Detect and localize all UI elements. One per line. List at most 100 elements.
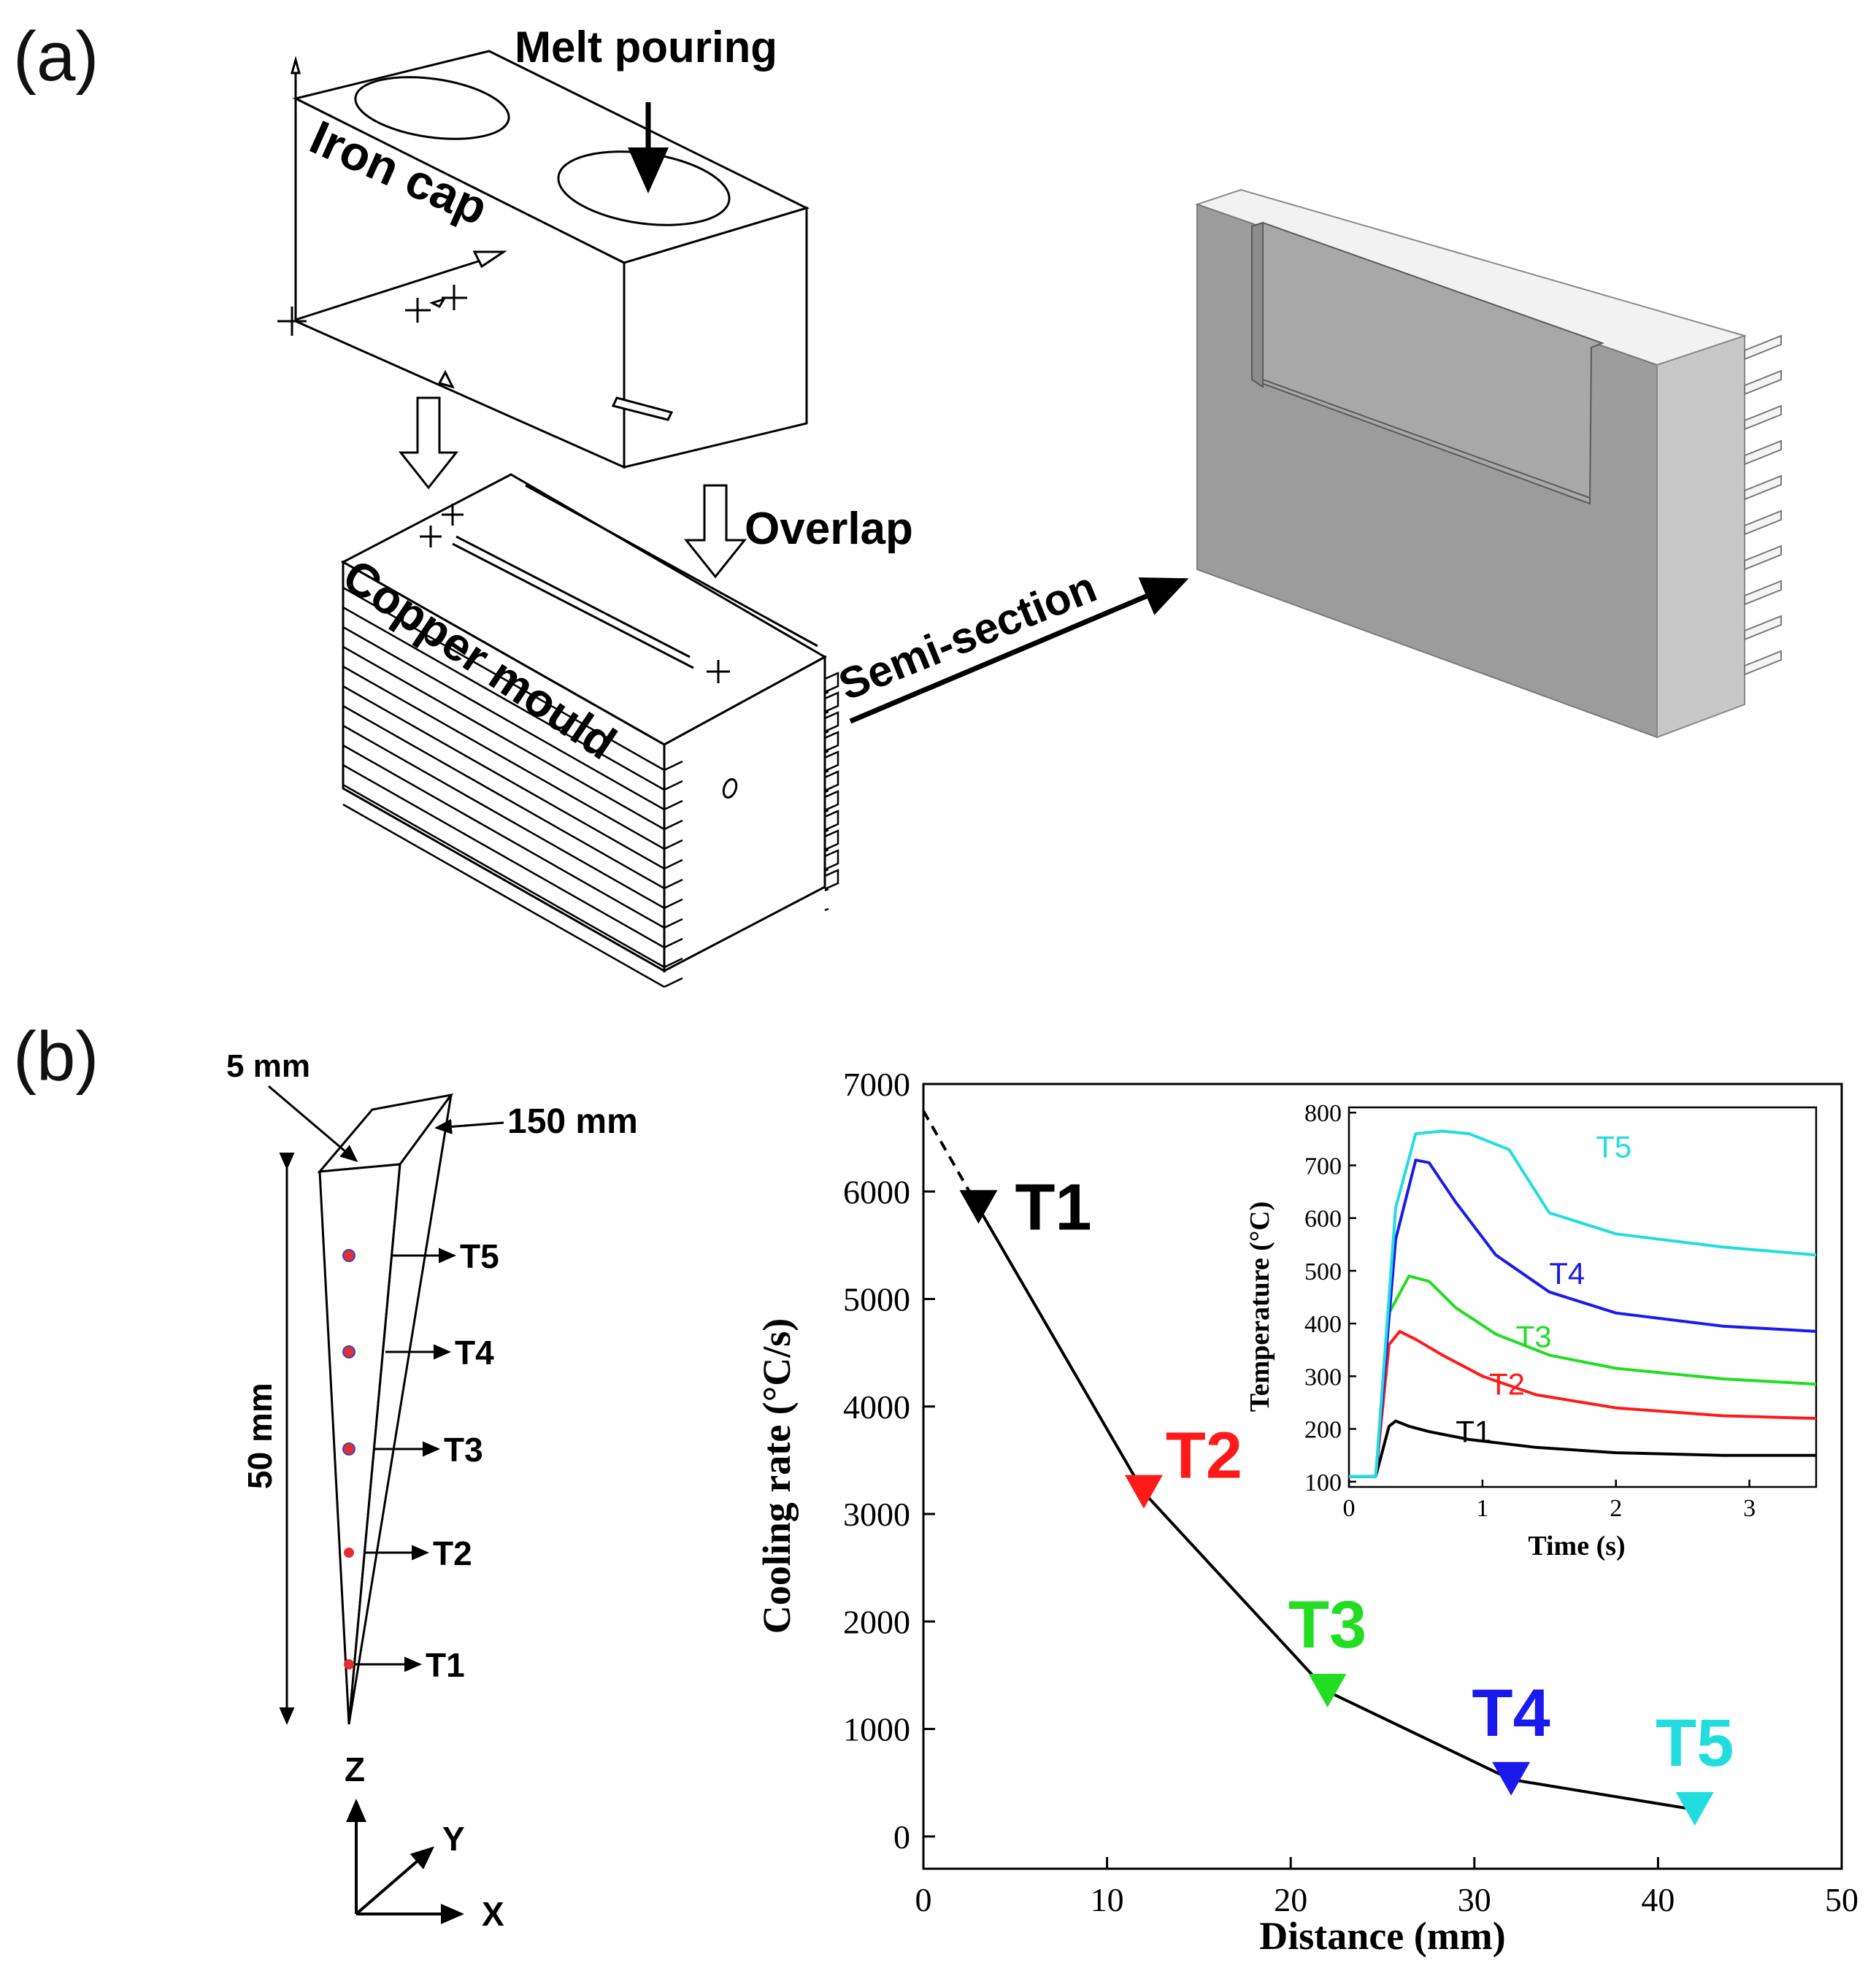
main-x-tick-label: 50 bbox=[1825, 1881, 1858, 1918]
block-fin bbox=[1744, 650, 1782, 676]
wedge-length-label: 150 mm bbox=[507, 1102, 638, 1141]
wedge-point-t2: T2 bbox=[433, 1534, 472, 1572]
axis-triad bbox=[346, 1799, 464, 1924]
wedge-point-t3: T3 bbox=[444, 1431, 483, 1469]
fin-edge bbox=[664, 780, 683, 791]
fin-edge bbox=[824, 769, 829, 774]
fin-edge bbox=[824, 730, 829, 734]
inset-series-label-t3: T3 bbox=[1516, 1320, 1552, 1354]
fin-tip bbox=[824, 672, 839, 693]
main-y-tick-label: 3000 bbox=[843, 1496, 910, 1533]
inset-plot-frame bbox=[1348, 1106, 1818, 1488]
semi-section-fins bbox=[1744, 334, 1782, 676]
fin-edge bbox=[824, 809, 829, 813]
fin-line bbox=[342, 606, 665, 791]
fin-edge bbox=[824, 888, 829, 892]
wedge-length-arrow bbox=[434, 1118, 504, 1134]
fin-line bbox=[342, 586, 665, 772]
wedge-point-t4: T4 bbox=[455, 1334, 494, 1372]
inset-y-tick-label: 300 bbox=[1304, 1364, 1342, 1391]
cooling-rate-point-t1 bbox=[959, 1190, 998, 1224]
fin-line bbox=[342, 724, 665, 910]
inset-series-label-t1: T1 bbox=[1456, 1415, 1491, 1449]
cooling-rate-point-t4 bbox=[1492, 1761, 1531, 1796]
block-fin bbox=[1744, 404, 1782, 431]
fin-tip bbox=[824, 869, 839, 891]
block-fin bbox=[1744, 580, 1782, 606]
block-fin bbox=[1744, 474, 1782, 501]
iron-cap-box bbox=[277, 50, 810, 469]
fin-edge bbox=[664, 839, 683, 850]
fin-line bbox=[342, 803, 665, 988]
cooling-rate-label-t1: T1 bbox=[1015, 1171, 1091, 1244]
inset-series-label-t5: T5 bbox=[1596, 1130, 1631, 1164]
inset-x-tick-label: 3 bbox=[1743, 1495, 1756, 1522]
cooling-rate-point-t2 bbox=[1124, 1475, 1163, 1509]
axis-y-label: Y bbox=[442, 1820, 465, 1858]
wedge-point-t1: T1 bbox=[426, 1646, 465, 1684]
fin-line bbox=[342, 645, 665, 831]
block-fin bbox=[1744, 334, 1782, 361]
main-x-tick-label: 20 bbox=[1274, 1881, 1307, 1918]
inset-series-t5 bbox=[1349, 1129, 1817, 1478]
thermocouple-t5 bbox=[342, 1249, 355, 1262]
cooling-rate-point-t5 bbox=[1675, 1792, 1714, 1826]
fin-edge bbox=[664, 799, 683, 811]
fin-tip bbox=[824, 750, 839, 772]
fin-line bbox=[342, 665, 665, 850]
thermocouple-t4 bbox=[342, 1345, 355, 1358]
main-x-tick-label: 30 bbox=[1458, 1881, 1491, 1918]
inset-series-t2 bbox=[1349, 1329, 1817, 1478]
block-fin bbox=[1744, 545, 1782, 571]
fin-edge bbox=[824, 750, 829, 754]
main-plot-frame bbox=[922, 1083, 1843, 1870]
inset-y-tick-label: 800 bbox=[1304, 1100, 1342, 1127]
main-y-tick-label: 7000 bbox=[843, 1066, 910, 1103]
fin-tip bbox=[824, 849, 839, 871]
main-y-axis-title: Cooling rate (°C/s) bbox=[755, 1318, 799, 1634]
wedge-geometry bbox=[317, 1093, 454, 1725]
main-y-tick-label: 1000 bbox=[843, 1711, 910, 1748]
fin-tip bbox=[824, 790, 839, 812]
fin-line bbox=[342, 764, 665, 949]
fin-edge bbox=[824, 848, 829, 853]
semi-section-arrow bbox=[849, 577, 1189, 724]
inset-y-tick-label: 700 bbox=[1304, 1153, 1342, 1180]
wedge-width-arrow bbox=[268, 1085, 358, 1162]
inset-series-t4 bbox=[1349, 1158, 1817, 1478]
inset-y-tick-label: 500 bbox=[1304, 1258, 1342, 1285]
axis-x-label: X bbox=[482, 1895, 504, 1933]
main-y-tick-label: 5000 bbox=[843, 1281, 910, 1318]
fin-tip bbox=[824, 810, 839, 831]
main-x-tick-label: 40 bbox=[1641, 1881, 1675, 1918]
fin-edge bbox=[664, 760, 683, 772]
cooling-rate-label-t4: T4 bbox=[1472, 1676, 1550, 1750]
axis-z-label: Z bbox=[345, 1750, 365, 1788]
inset-series-t1 bbox=[1349, 1419, 1816, 1478]
semi-section-block bbox=[1194, 188, 1748, 739]
cooling-rate-point-t3 bbox=[1308, 1674, 1347, 1708]
fin-line bbox=[342, 685, 665, 870]
block-fin bbox=[1744, 615, 1782, 641]
fin-edge bbox=[824, 907, 829, 912]
main-x-axis-title: Distance (mm) bbox=[1259, 1914, 1505, 1958]
inset-x-tick-label: 0 bbox=[1343, 1495, 1356, 1522]
fin-tip bbox=[824, 770, 839, 792]
main-y-tick-label: 6000 bbox=[843, 1173, 910, 1210]
fin-edge bbox=[824, 868, 829, 872]
fin-edge bbox=[664, 858, 683, 870]
fin-edge bbox=[824, 789, 829, 793]
wedge-point-t5: T5 bbox=[460, 1237, 499, 1275]
fin-edge bbox=[664, 937, 683, 949]
fin-edge bbox=[824, 691, 829, 695]
fin-tip bbox=[824, 731, 839, 753]
cooling-rate-label-t2: T2 bbox=[1166, 1420, 1242, 1493]
fin-tip bbox=[824, 691, 839, 713]
fin-edge bbox=[664, 898, 683, 910]
main-y-tick-label: 4000 bbox=[843, 1388, 910, 1426]
main-x-tick-label: 0 bbox=[915, 1881, 932, 1918]
thermocouple-t2 bbox=[344, 1548, 354, 1558]
